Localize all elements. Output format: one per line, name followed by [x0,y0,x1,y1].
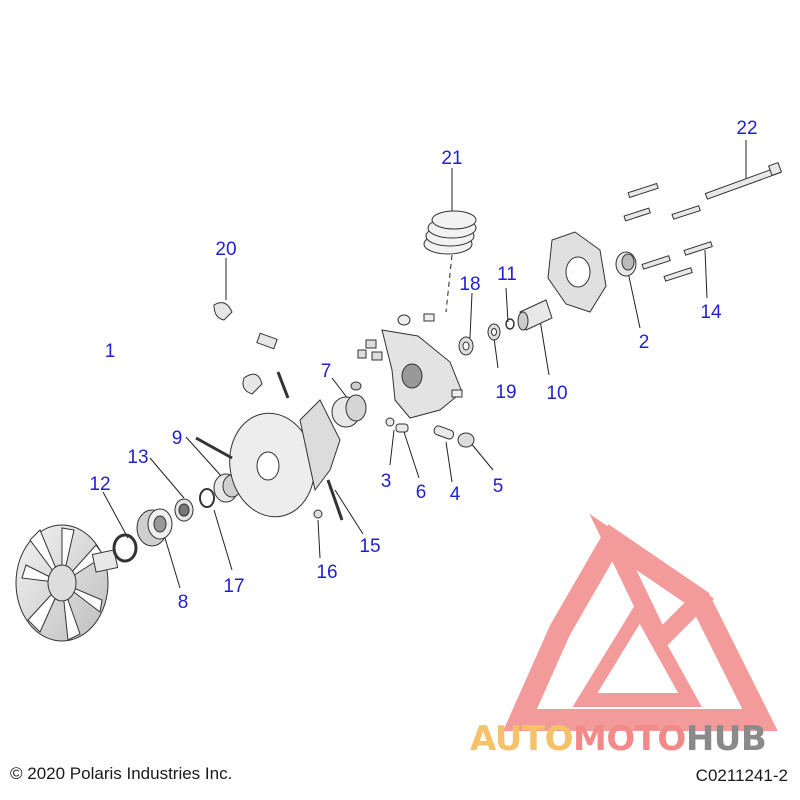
part-pin-4 [433,425,455,440]
part-bolt-22 [704,161,783,200]
callout-14: 14 [700,302,722,323]
part-washer-19 [487,323,501,341]
callout-3: 3 [381,471,392,492]
watermark-hub: HUB [686,719,766,759]
callout-8: 8 [178,592,189,613]
callout-4: 4 [450,484,461,505]
part-bearing-8 [136,508,173,547]
part-pin-16 [313,509,323,519]
callout-6: 6 [416,482,427,503]
callout-7: 7 [321,361,332,382]
part-ring-11 [505,318,515,330]
callout-9: 9 [172,428,183,449]
part-pins-3-6 [385,417,409,433]
part-bolts-14 [623,182,713,282]
clutch-fan-sheave [15,524,119,642]
svg-text:AUTOMOTOHUB: AUTOMOTOHUB [470,719,766,759]
part-button-5 [457,432,475,448]
callout-11: 11 [497,264,517,285]
callout-1: 1 [105,341,116,362]
watermark-logo [503,513,778,731]
callout-15: 15 [359,536,380,557]
callout-19: 19 [495,382,516,403]
part-washer-18 [458,336,474,356]
watermark-auto: AUTO [470,719,573,759]
moveable-sheave [195,371,344,521]
leader-lines [102,140,747,589]
part-ring-12 [112,533,138,563]
callout-20: 20 [215,239,236,260]
callout-18: 18 [459,274,480,295]
callout-labels: 1 2 3 4 5 6 7 8 9 10 11 12 13 14 15 16 1… [89,118,757,613]
callout-10: 10 [546,383,567,404]
callout-21: 21 [441,148,462,169]
callout-2: 2 [639,332,650,353]
part-bushing-7 [331,381,367,428]
watermark-moto: MOTO [573,719,686,759]
part-cover-2 [547,231,637,313]
callout-17: 17 [223,576,244,597]
watermark-text: AUTOMOTOHUB [470,719,767,759]
part-spring-21 [423,210,477,255]
drawing-number: C0211241-2 [695,766,788,785]
callout-12: 12 [89,474,110,495]
callout-5: 5 [493,476,504,497]
part-bearing-13 [174,498,194,522]
part-bushing-10 [517,299,553,331]
callout-13: 13 [127,447,148,468]
part-clip-17 [199,488,215,508]
callout-16: 16 [316,562,337,583]
part-spider [357,313,463,419]
callout-22: 22 [736,118,757,139]
part-weights-20 [213,302,278,395]
copyright-notice: © 2020 Polaris Industries Inc. [10,764,233,783]
